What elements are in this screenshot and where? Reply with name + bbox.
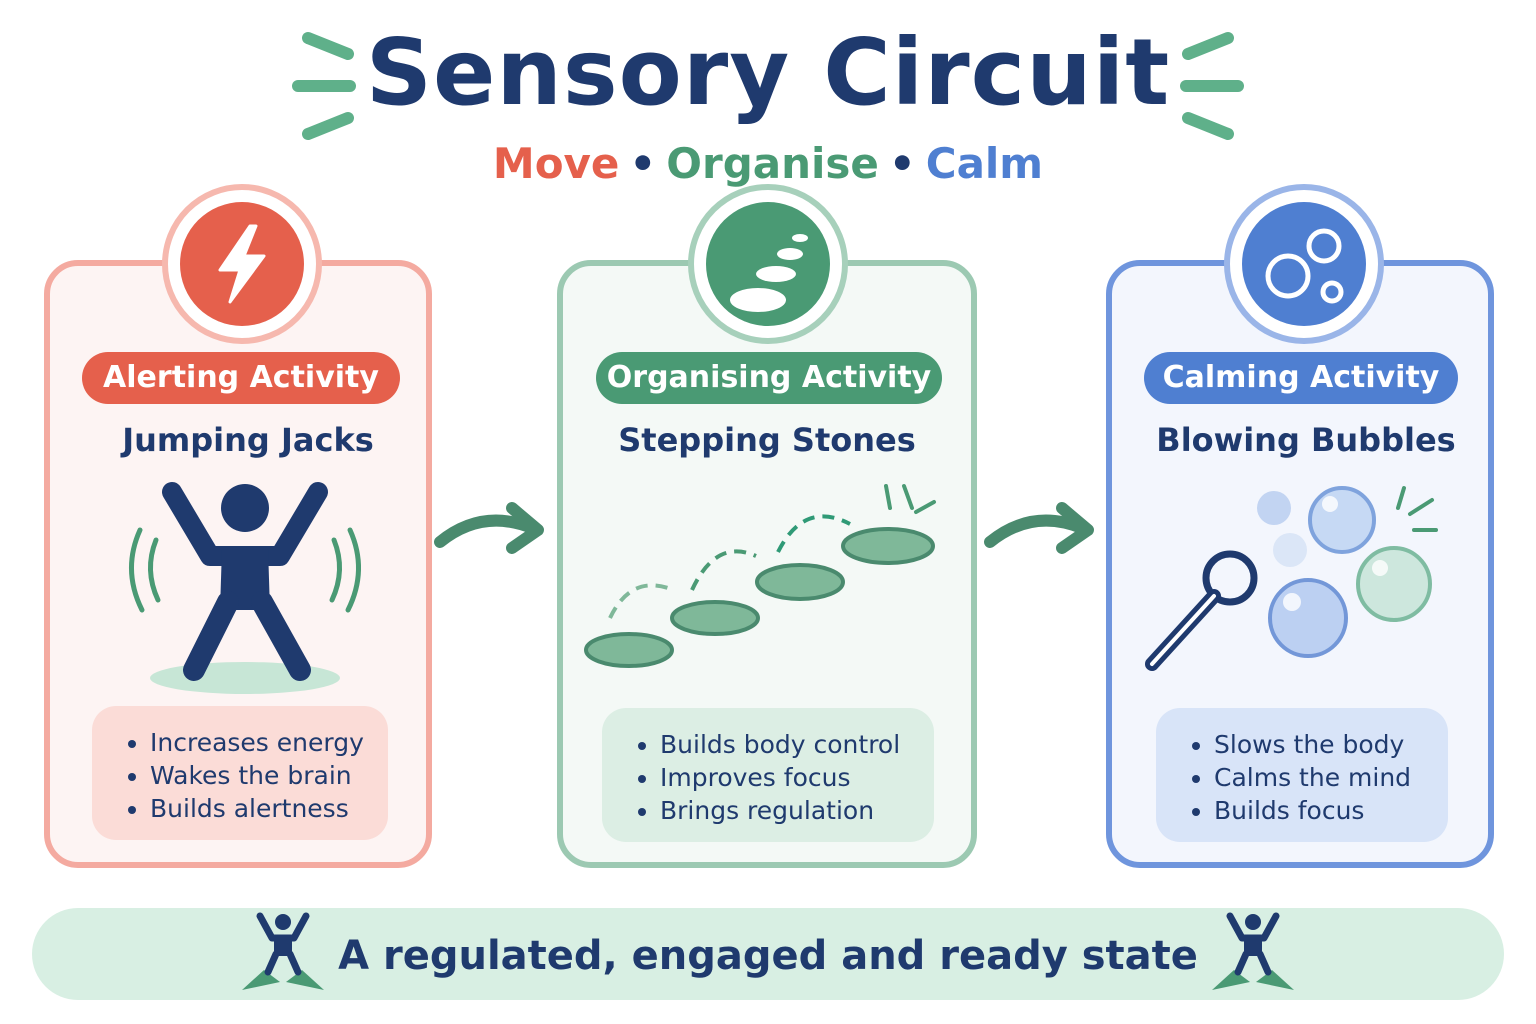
- calming-badge: [1224, 184, 1384, 344]
- calming-category-label: Calming Activity: [1144, 352, 1458, 404]
- subtitle-calm: Calm: [925, 139, 1044, 188]
- stepping-stones-icon: [584, 484, 936, 668]
- calming-activity-name: Blowing Bubbles: [1156, 421, 1456, 459]
- organising-category-label: Organising Activity: [596, 352, 942, 404]
- alerting-badge: [162, 184, 322, 344]
- lightning-bolt-icon: [218, 224, 266, 304]
- alerting-activity-name: Jumping Jacks: [122, 421, 374, 459]
- benefit-item: Improves focus: [660, 761, 934, 794]
- benefit-item: Brings regulation: [660, 794, 934, 827]
- page-subtitle: Move•Organise•Calm: [0, 136, 1536, 192]
- organising-benefits-box: Builds body control Improves focus Bring…: [602, 708, 934, 842]
- page-title: Sensory Circuit: [365, 19, 1171, 126]
- jumping-person-icon: [242, 912, 324, 990]
- benefit-item: Builds focus: [1214, 794, 1448, 827]
- stones-icon: [730, 234, 808, 312]
- footer-text: A regulated, engaged and ready state: [338, 933, 1198, 979]
- jumping-figure-icon: [129, 482, 361, 694]
- benefit-item: Calms the mind: [1214, 761, 1448, 794]
- alerting-category-label: Alerting Activity: [82, 352, 400, 404]
- arrow-right-icon: [984, 502, 1094, 554]
- organising-activity-name: Stepping Stones: [618, 421, 916, 459]
- bubble-wand-icon: [1145, 486, 1438, 671]
- benefit-item: Increases energy: [150, 726, 388, 759]
- title-accent-left-icon: [292, 32, 356, 140]
- subtitle-move: Move: [492, 139, 620, 188]
- arrow-right-icon: [434, 502, 544, 554]
- subtitle-organise: Organise: [666, 139, 879, 188]
- benefit-item: Builds alertness: [150, 792, 388, 825]
- bubbles-icon: [1265, 228, 1344, 304]
- subtitle-separator: •: [629, 139, 657, 188]
- jumping-person-icon: [1212, 912, 1294, 990]
- benefit-item: Wakes the brain: [150, 759, 388, 792]
- subtitle-separator: •: [888, 139, 916, 188]
- alerting-benefits-box: Increases energy Wakes the brain Builds …: [92, 706, 388, 840]
- calming-benefits-box: Slows the body Calms the mind Builds foc…: [1156, 708, 1448, 842]
- title-accent-right-icon: [1180, 32, 1244, 140]
- organising-badge: [688, 184, 848, 344]
- benefit-item: Slows the body: [1214, 728, 1448, 761]
- benefit-item: Builds body control: [660, 728, 934, 761]
